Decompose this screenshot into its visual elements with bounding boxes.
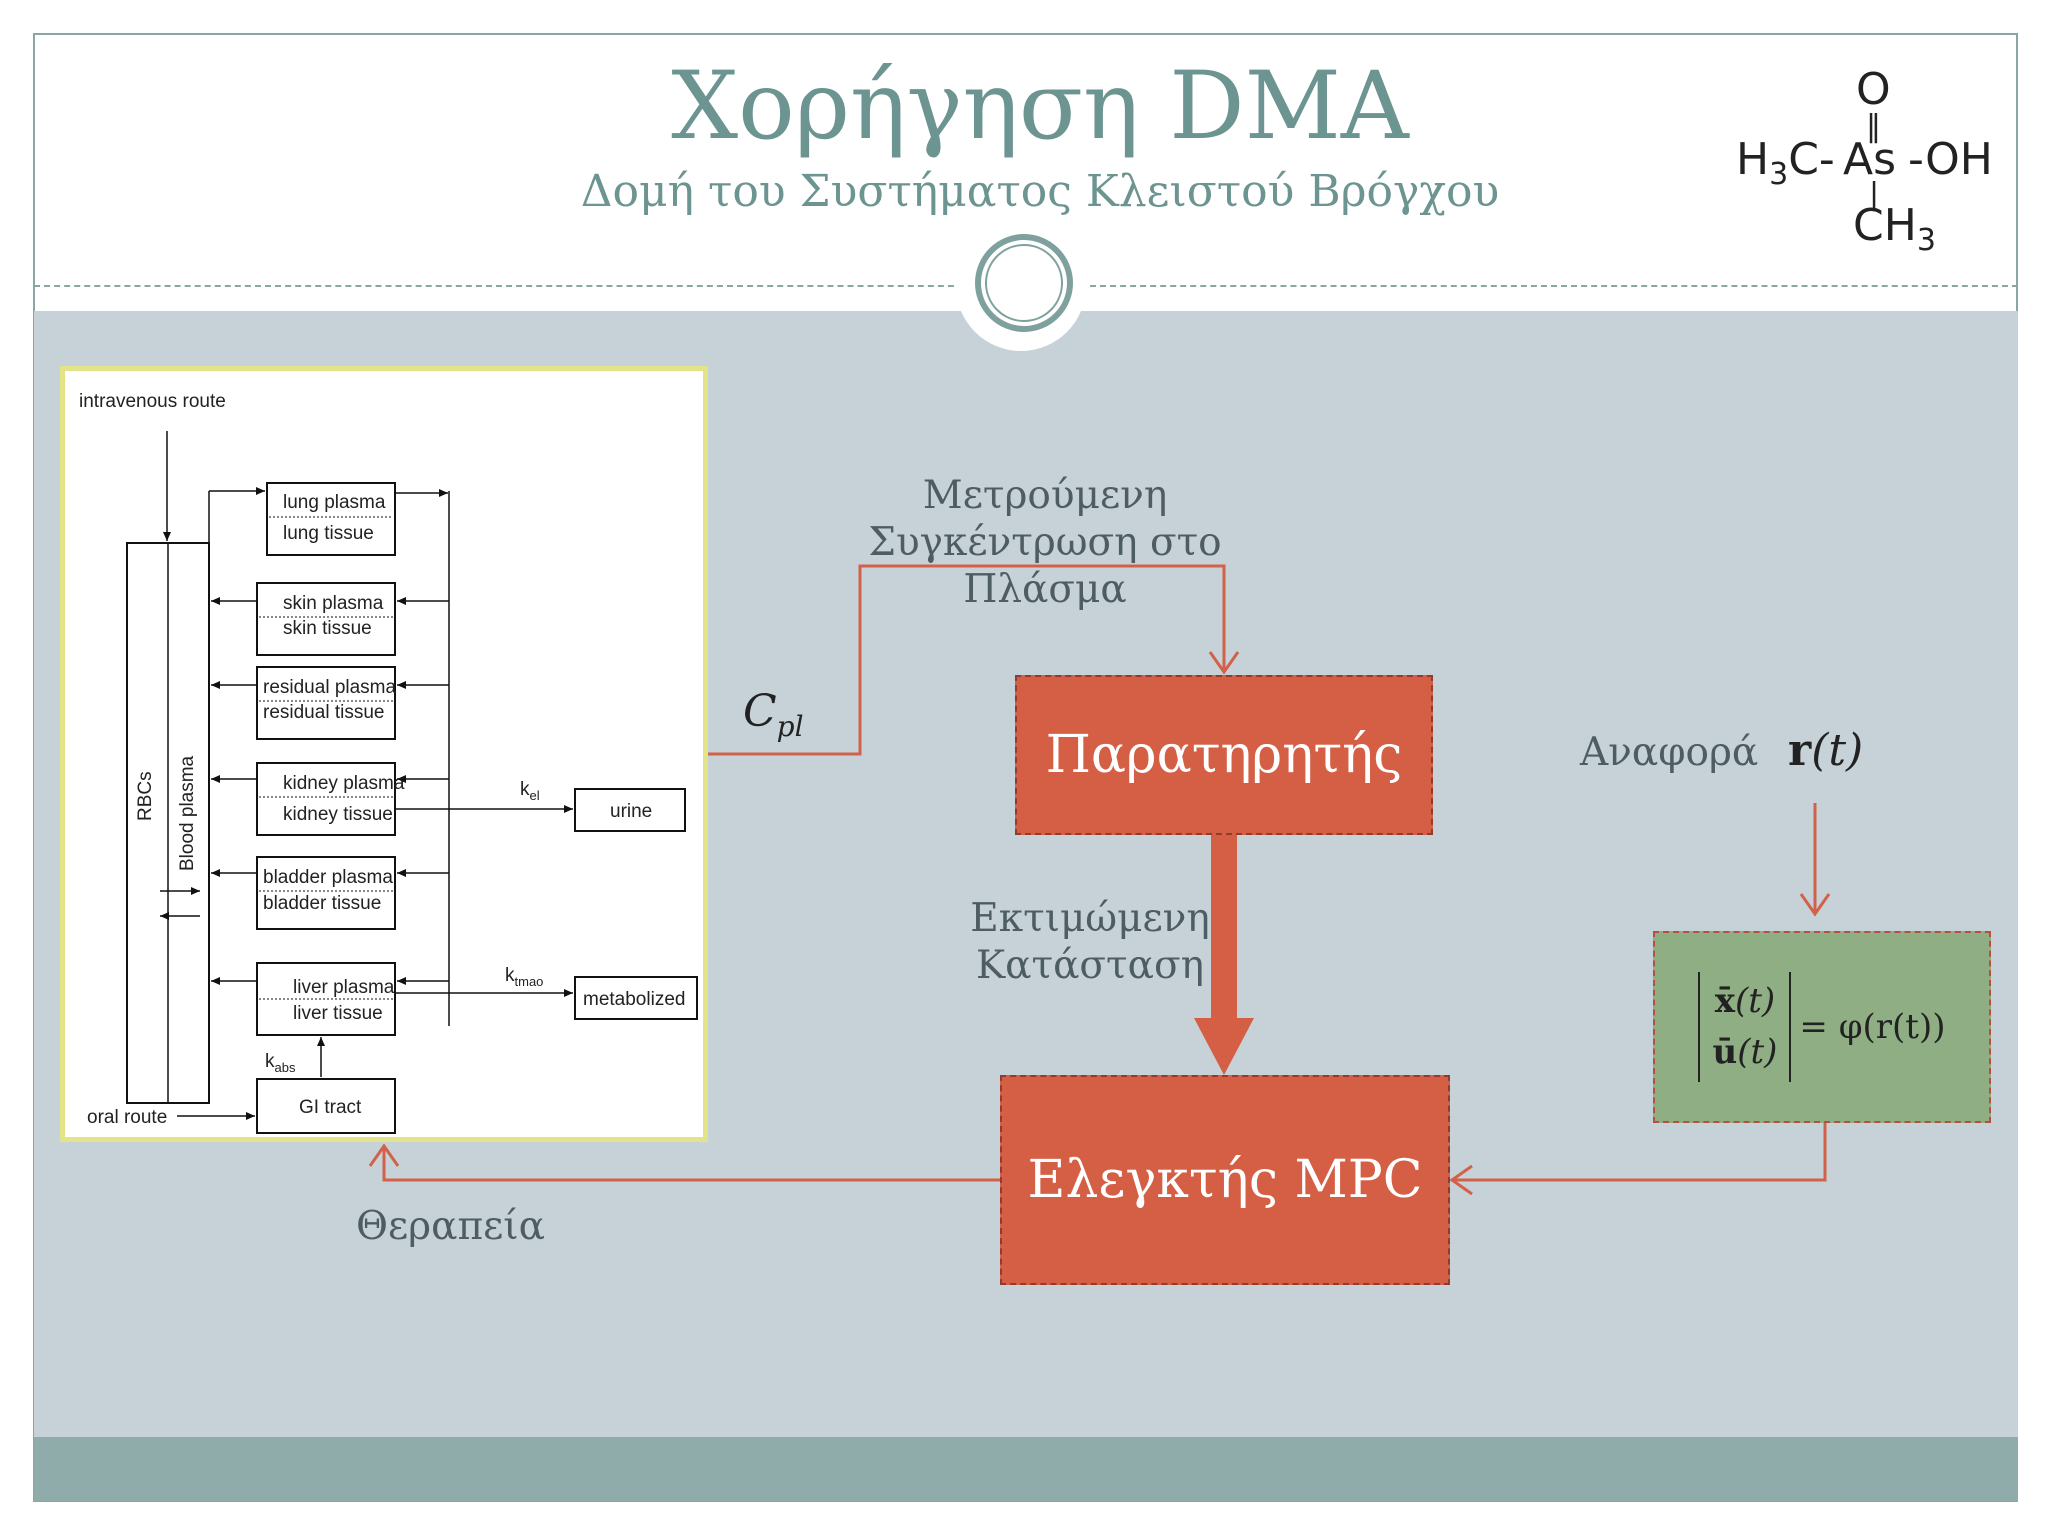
bladder-tissue-label: bladder tissue [263, 893, 381, 914]
oral-route-label: oral route [87, 1107, 167, 1128]
bladder-plasma-label: bladder plasma [263, 867, 393, 888]
skin-compartment [256, 582, 396, 656]
arsenic-atom: As [1843, 134, 1897, 185]
methyl-c: C- [1788, 134, 1835, 185]
header-divider-left [34, 285, 964, 287]
therapy-label: Θεραπεία [356, 1204, 545, 1249]
single-bond-icon: | [1869, 177, 1880, 212]
gi-tract-compartment [256, 1078, 396, 1134]
equation-rhs: = φ(r(t)) [1799, 1007, 1946, 1047]
reference-r: r [1788, 725, 1812, 776]
state-vector: x̄(t) [1712, 976, 1777, 1027]
residual-plasma-label: residual plasma [263, 677, 396, 698]
lung-tissue-label: lung tissue [283, 523, 374, 544]
reference-label: Αναφορά [1580, 730, 1759, 775]
intravenous-route-label: intravenous route [79, 391, 226, 412]
kidney-tissue-label: kidney tissue [283, 804, 393, 825]
k-abs-label: kabs [265, 1051, 296, 1075]
k-el-label: kel [520, 779, 540, 803]
methyl-h: H [1736, 134, 1770, 185]
input-vector: ū(t) [1712, 1027, 1777, 1078]
slide-subtitle: Δομή του Συστήματος Κλειστού Βρόγχου [580, 166, 1500, 217]
lung-plasma-label: lung plasma [283, 492, 386, 513]
cpl-sub: pl [776, 709, 804, 743]
urine-label: urine [610, 801, 652, 822]
measured-line-1: Μετρούμενη [922, 473, 1168, 518]
methyl-ch: CH [1853, 200, 1917, 251]
metabolized-box [574, 976, 698, 1020]
input-u: ū [1712, 1032, 1738, 1072]
estimated-state-label: Εκτιμώμενη Κατάσταση [940, 896, 1240, 990]
ring-ornament-icon [975, 234, 1073, 332]
measured-line-2: Συγκέντρωση στο Πλάσμα [868, 519, 1222, 612]
lung-compartment [266, 482, 396, 556]
skin-tissue-label: skin tissue [283, 618, 372, 639]
header-divider-right [1090, 285, 2018, 287]
pbpk-svg: intravenous route RBCs Blood plasma lung… [79, 391, 698, 1134]
measured-concentration-label: Μετρούμενη Συγκέντρωση στο Πλάσμα [800, 473, 1290, 613]
skin-plasma-label: skin plasma [283, 593, 384, 614]
methyl-group-bottom: CH3 [1853, 204, 1936, 256]
hydroxyl-group: -OH [1908, 134, 1993, 185]
rbc-label: RBCs [135, 771, 156, 821]
input-t: (t) [1737, 1032, 1778, 1072]
mpc-controller-block: Ελεγκτής MPC [1000, 1075, 1450, 1285]
k-tmao-label: ktmao [505, 965, 543, 989]
liver-compartment [256, 962, 396, 1036]
estimated-line-1: Εκτιμώμενη [970, 896, 1210, 941]
blood-plasma-label: Blood plasma [177, 755, 198, 871]
state-t: (t) [1734, 981, 1776, 1021]
observer-block: Παρατηρητής [1015, 675, 1433, 835]
urine-box [574, 788, 686, 832]
estimated-line-2: Κατάσταση [976, 942, 1204, 988]
double-bond-icon: ‖ [1866, 109, 1881, 144]
reference-t: (t) [1811, 725, 1864, 776]
reference-symbol: r(t) [1788, 725, 1863, 776]
residual-tissue-label: residual tissue [263, 702, 384, 723]
methyl-group-left: H3C- [1736, 138, 1835, 190]
cpl-symbol: Cpl [743, 686, 804, 743]
methyl-sub: 3 [1769, 156, 1789, 192]
kidney-plasma-label: kidney plasma [283, 773, 405, 794]
reference-equation: x̄(t) ū(t) = φ(r(t)) [1698, 972, 1946, 1082]
residual-compartment [256, 666, 396, 740]
gi-tract-label: GI tract [299, 1097, 362, 1118]
state-x: x̄ [1714, 981, 1735, 1021]
reference-generator-block: x̄(t) ū(t) = φ(r(t)) [1653, 931, 1991, 1123]
methyl-bottom-sub: 3 [1916, 222, 1936, 258]
footer-bar [34, 1437, 2018, 1501]
metabolized-label: metabolized [583, 989, 685, 1010]
cpl-main: C [743, 686, 777, 737]
bladder-compartment [256, 856, 396, 930]
slide-title: Χορήγηση DMA [671, 52, 1409, 161]
liver-plasma-label: liver plasma [293, 977, 395, 998]
liver-tissue-label: liver tissue [293, 1003, 383, 1024]
state-input-vector: x̄(t) ū(t) [1698, 972, 1792, 1082]
oxygen-atom: O [1856, 64, 1891, 115]
kidney-compartment [256, 762, 396, 836]
ring-ornament-inner-icon [985, 244, 1063, 322]
pbpk-model-diagram: intravenous route RBCs Blood plasma lung… [60, 366, 708, 1142]
